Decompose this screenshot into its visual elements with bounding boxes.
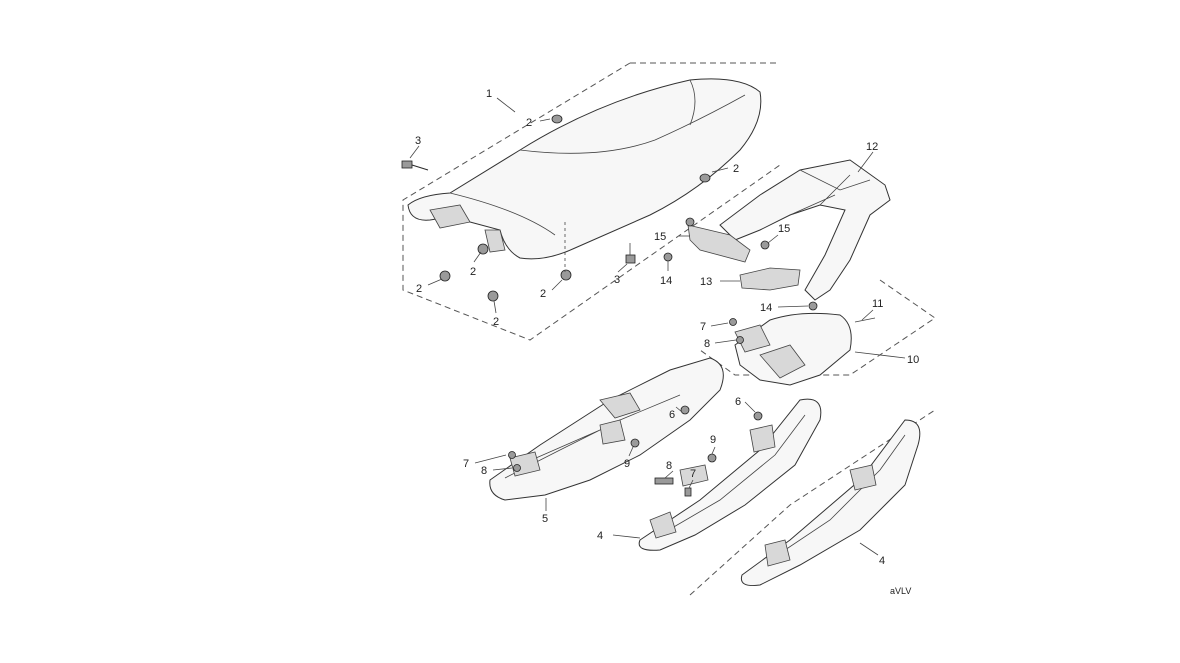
callout-10: 10 (907, 354, 919, 366)
seat-stitch-line (449, 94, 746, 236)
side-cover-middle-panel (638, 398, 822, 551)
callout-13: 13 (700, 276, 712, 288)
drawing-code-stamp: aVLV (890, 586, 911, 596)
callout-7: 7 (690, 468, 696, 480)
callout-4: 4 (597, 530, 603, 542)
callout-4: 4 (879, 555, 885, 567)
callout-2: 2 (540, 288, 546, 300)
callout-9: 9 (624, 458, 630, 470)
rear-carrier (663, 159, 891, 311)
callout-2: 2 (470, 266, 476, 278)
seat-group-boundary (402, 62, 781, 341)
callout-8: 8 (481, 465, 487, 477)
callout-8: 8 (666, 460, 672, 472)
callout-9: 9 (710, 434, 716, 446)
callout-3: 3 (614, 274, 620, 286)
side-cover-right (689, 409, 936, 596)
callout-5: 5 (542, 513, 548, 525)
callout-6: 6 (735, 396, 741, 408)
callout-3: 3 (415, 135, 421, 147)
seat-bolts (401, 160, 636, 264)
tail-group-boundary (699, 279, 936, 376)
callout-1: 1 (486, 88, 492, 100)
seat-assembly (401, 62, 781, 341)
seat-damper-parts (439, 114, 711, 302)
side-cover-left (489, 357, 724, 501)
seat-grab-hook (429, 204, 471, 229)
side-cover-divider-line (689, 409, 936, 596)
callout-2: 2 (526, 117, 532, 129)
tail-cover (699, 279, 936, 386)
callout-12: 12 (866, 141, 878, 153)
callout-11: 11 (872, 298, 883, 310)
callout-8: 8 (704, 338, 710, 350)
callout-7: 7 (463, 458, 469, 470)
leader-lines (409, 97, 906, 556)
carrier-bracket (687, 224, 751, 263)
callout-2: 2 (733, 163, 739, 175)
callout-labels: 1 2 3 2 2 2 2 2 3 12 15 15 14 13 14 11 1… (415, 88, 919, 596)
callout-15: 15 (654, 231, 666, 243)
callout-14: 14 (760, 302, 772, 314)
carrier-stay (739, 267, 801, 291)
callout-7: 7 (700, 321, 706, 333)
rear-carrier-frame (719, 159, 891, 301)
callout-2: 2 (493, 316, 499, 328)
callout-14: 14 (660, 275, 672, 287)
callout-15: 15 (778, 223, 790, 235)
callout-2: 2 (416, 283, 422, 295)
side-cover-middle (638, 398, 822, 551)
fasteners (508, 318, 763, 497)
callout-6: 6 (669, 409, 675, 421)
